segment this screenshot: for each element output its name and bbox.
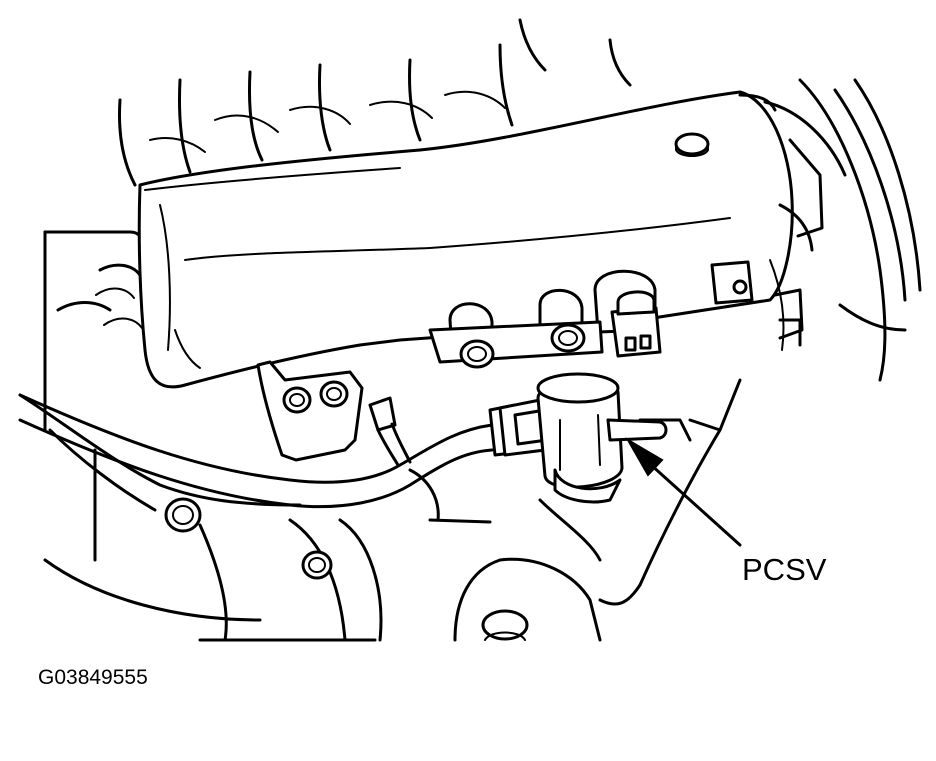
intake-runners xyxy=(118,18,632,187)
throttle-body xyxy=(738,78,922,382)
vacuum-hose xyxy=(18,393,494,509)
mounting-bracket xyxy=(256,360,364,462)
manifold-left-body xyxy=(43,230,144,342)
plenum-bosses xyxy=(428,260,754,369)
pcsv-label: PCSV xyxy=(742,552,827,587)
pcsv-valve xyxy=(488,372,668,504)
callout-arrow xyxy=(625,437,742,547)
lower-manifold xyxy=(18,338,742,642)
figure-code: G03849555 xyxy=(38,666,148,689)
